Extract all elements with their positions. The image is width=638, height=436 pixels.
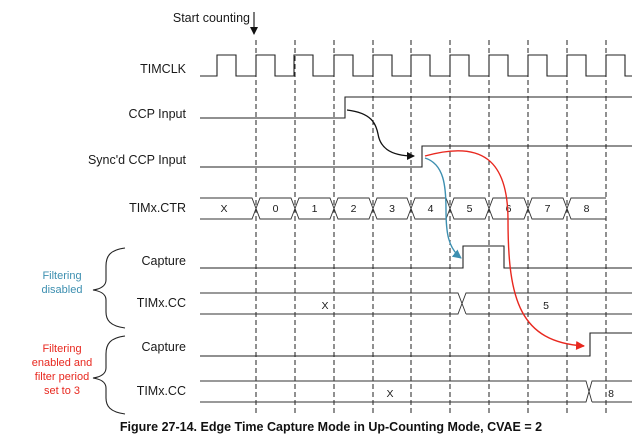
ctr-value-4: 3 (389, 203, 395, 215)
ccp-input-label: CCP Input (129, 107, 187, 121)
filter-disabled-capture-arrow (424, 157, 462, 259)
timx-cc-bus-filter-enabled (200, 380, 632, 403)
ctr-value-8: 7 (545, 203, 551, 215)
timx-cc-bus-filter-disabled (200, 292, 632, 315)
start-counting-label: Start counting (173, 11, 250, 25)
ctr-segment-6 (449, 197, 490, 220)
timx-cc-value-x: X (321, 300, 328, 312)
ctr-value-6: 5 (467, 203, 473, 215)
timx-ctr-bus: X 0 1 2 3 4 5 6 7 8 (200, 197, 606, 220)
ctr-value-5: 4 (428, 203, 434, 215)
ctr-value-3: 2 (351, 203, 357, 215)
capture-waveform-filter-disabled (200, 245, 632, 269)
sync-ccp-input-waveform (200, 145, 632, 168)
filtering-enabled-line-2: enabled and (32, 357, 93, 369)
ctr-value-0: X (220, 203, 227, 215)
filtering-enabled-line-4: set to 3 (44, 385, 80, 397)
timx-ctr-label: TIMx.CTR (129, 201, 186, 215)
ctr-segment-1 (255, 197, 296, 220)
timclk-label: TIMCLK (140, 62, 187, 76)
filtering-disabled-bracket (92, 247, 126, 329)
figure-caption: Figure 27-14. Edge Time Capture Mode in … (120, 420, 542, 434)
capture-label-filter-disabled: Capture (142, 254, 187, 268)
capture-label-filter-enabled: Capture (142, 340, 187, 354)
ctr-segment-3 (333, 197, 374, 220)
ctr-value-2: 1 (312, 203, 318, 215)
filtering-enabled-line-3: filter period (35, 371, 89, 383)
filtering-disabled-line-1: Filtering (42, 270, 81, 282)
ctr-segment-7 (488, 197, 529, 220)
timclk-waveform (200, 54, 632, 77)
timx-cc-label-filter-disabled: TIMx.CC (137, 296, 186, 310)
timx-cc-filtered-value-captured: 8 (608, 388, 614, 400)
ctr-value-7: 6 (506, 203, 512, 215)
ctr-value-1: 0 (273, 203, 279, 215)
timx-cc-value-captured: 5 (543, 300, 549, 312)
filtering-enabled-bracket (92, 335, 126, 415)
filter-enabled-capture-arrow (424, 150, 585, 350)
timx-cc-label-filter-enabled: TIMx.CC (137, 384, 186, 398)
ctr-segment-9 (566, 197, 606, 220)
ctr-value-9: 8 (584, 203, 590, 215)
filtering-disabled-line-2: disabled (42, 284, 83, 296)
timx-cc-filtered-value-x: X (386, 388, 393, 400)
sync-ccp-input-label: Sync'd CCP Input (88, 153, 187, 167)
ctr-segment-8 (527, 197, 568, 220)
capture-waveform-filter-enabled (200, 332, 632, 357)
ctr-segment-0 (200, 197, 257, 220)
filtering-enabled-line-1: Filtering (42, 343, 81, 355)
ccp-to-sync-arrow (346, 109, 415, 160)
ctr-segment-2 (294, 197, 335, 220)
ctr-segment-4 (372, 197, 412, 220)
clock-edge-guides (255, 40, 607, 414)
ccp-input-waveform (200, 96, 632, 119)
